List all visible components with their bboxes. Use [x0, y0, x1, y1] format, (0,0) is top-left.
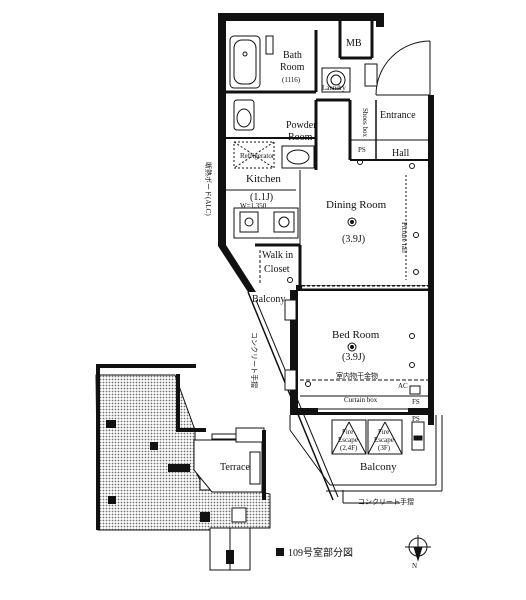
label-balcony-mid: Balcony [252, 294, 285, 305]
label-bath-size: (1116) [282, 76, 301, 84]
label-bedroom-size: (3.9J) [342, 352, 365, 363]
label-picture-rail: Picture rail [400, 222, 408, 253]
label-curtain-box: Curtain box [344, 396, 378, 404]
label-kitchen-size: (1.1J) [250, 192, 273, 203]
label-ps-entrance: PS [358, 146, 366, 154]
label-bedroom: Bed Room [332, 329, 380, 341]
label-escape2-b: Escape [374, 436, 394, 444]
label-escape1-c: (2,4F) [340, 444, 358, 452]
label-kitchen: Kitchen [246, 173, 281, 185]
label-closet: Closet [264, 264, 290, 275]
interior-walls [226, 21, 432, 408]
label-mb: MB [346, 38, 362, 49]
label-laundry: Laundry [322, 84, 346, 92]
label-terrace: Terrace [220, 462, 250, 473]
label-north: N [412, 562, 417, 570]
label-powder: Powder [286, 120, 317, 131]
label-escape1-b: Escape [338, 436, 358, 444]
label-bath: Bath [283, 50, 302, 61]
label-escape2-c: (3F) [378, 444, 391, 452]
label-dining-size: (3.9J) [342, 234, 365, 245]
label-bath-room: Room [280, 62, 305, 73]
north-compass [405, 535, 431, 562]
label-ac: AC [398, 382, 408, 390]
label-concrete-rail-bottom: コンクリート手摺 [358, 497, 414, 506]
kitchen-fixtures [233, 141, 299, 239]
diagonal-wall [218, 135, 339, 501]
label-balcony-bottom: Balcony [360, 461, 397, 473]
label-dining: Dining Room [326, 199, 387, 211]
label-legend: 109号室部分図 [288, 546, 353, 559]
label-indoor-drying: 室内物干金物 [336, 371, 378, 380]
label-entrance: Entrance [380, 110, 416, 121]
label-escape2-a: Fire [378, 428, 389, 436]
entrance-door [364, 40, 431, 96]
bath-fixtures [229, 35, 351, 93]
label-ps-balcony: PS [412, 415, 420, 423]
dining-fixtures [347, 159, 419, 280]
label-walkin: Walk in [262, 250, 293, 261]
label-shoes: Shoes box [361, 108, 369, 137]
label-width-note: W=1,350 [240, 202, 267, 210]
legend-square [276, 548, 284, 556]
label-hall: Hall [392, 148, 409, 159]
label-powder-room: Room [288, 132, 313, 143]
lower-balcony [289, 415, 443, 504]
label-refrigerator: Refrigerator [240, 152, 275, 160]
powder-fixtures [233, 99, 315, 169]
balcony-window [302, 285, 428, 414]
terrace-area [95, 364, 271, 571]
label-escape1-a: Fire [342, 428, 353, 436]
closet-fixtures [259, 250, 293, 284]
label-concrete-rail-left: コンクリート手摺 [250, 332, 259, 388]
label-wall-note: 断熱ボード(ALC) [204, 162, 213, 216]
bedroom-fixtures [284, 299, 428, 397]
label-fs: FS [412, 398, 420, 406]
